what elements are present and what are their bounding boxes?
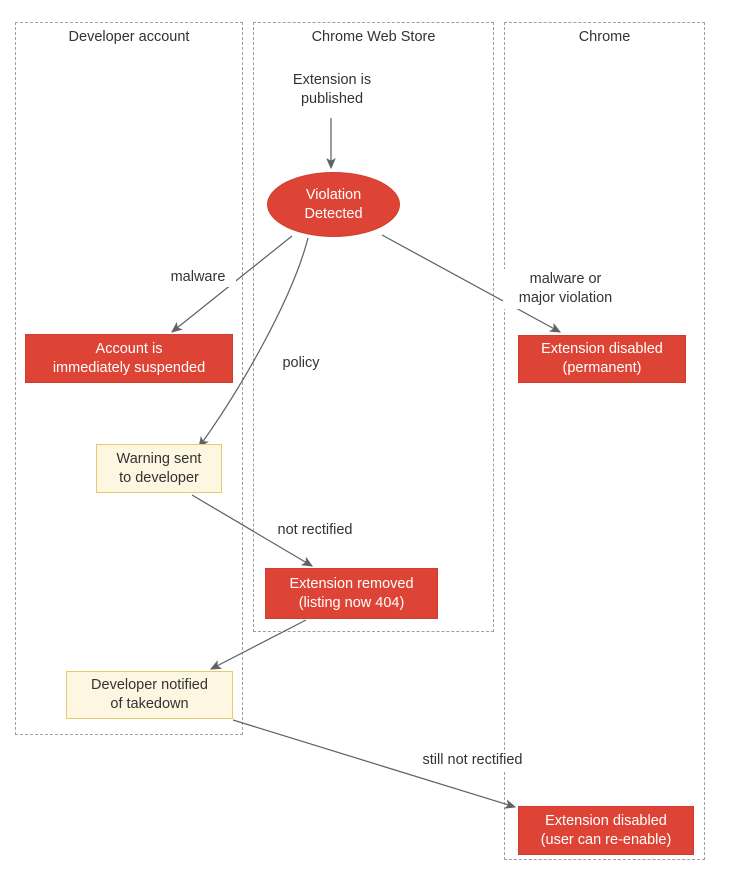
node-extension-disabled-reenable[interactable]: Extension disabled (user can re-enable) <box>518 806 694 855</box>
node-extension-published: Extension is published <box>292 72 372 107</box>
node-account-suspended[interactable]: Account is immediately suspended <box>25 334 233 383</box>
node-warning-sent[interactable]: Warning sent to developer <box>96 444 222 493</box>
swimlane-chrome <box>504 22 705 860</box>
edge-label-still-not-rectified: still not rectified <box>410 751 535 770</box>
node-violation-detected[interactable]: Violation Detected <box>267 172 400 237</box>
swimlane-title-developer-account: Developer account <box>68 29 190 45</box>
edge-label-not-rectified: not rectified <box>270 521 360 540</box>
node-extension-disabled-permanent[interactable]: Extension disabled (permanent) <box>518 335 686 383</box>
node-developer-notified[interactable]: Developer notified of takedown <box>66 671 233 719</box>
swimlane-title-chrome: Chrome <box>578 29 631 45</box>
swimlane-title-chrome-web-store: Chrome Web Store <box>311 29 436 45</box>
edge-label-malware-or-major-violation: malware or major violation <box>503 269 628 309</box>
edge-label-malware: malware <box>160 268 236 287</box>
swimlane-chrome-web-store <box>253 22 494 632</box>
edge-label-policy: policy <box>275 354 327 373</box>
node-extension-removed[interactable]: Extension removed (listing now 404) <box>265 568 438 619</box>
